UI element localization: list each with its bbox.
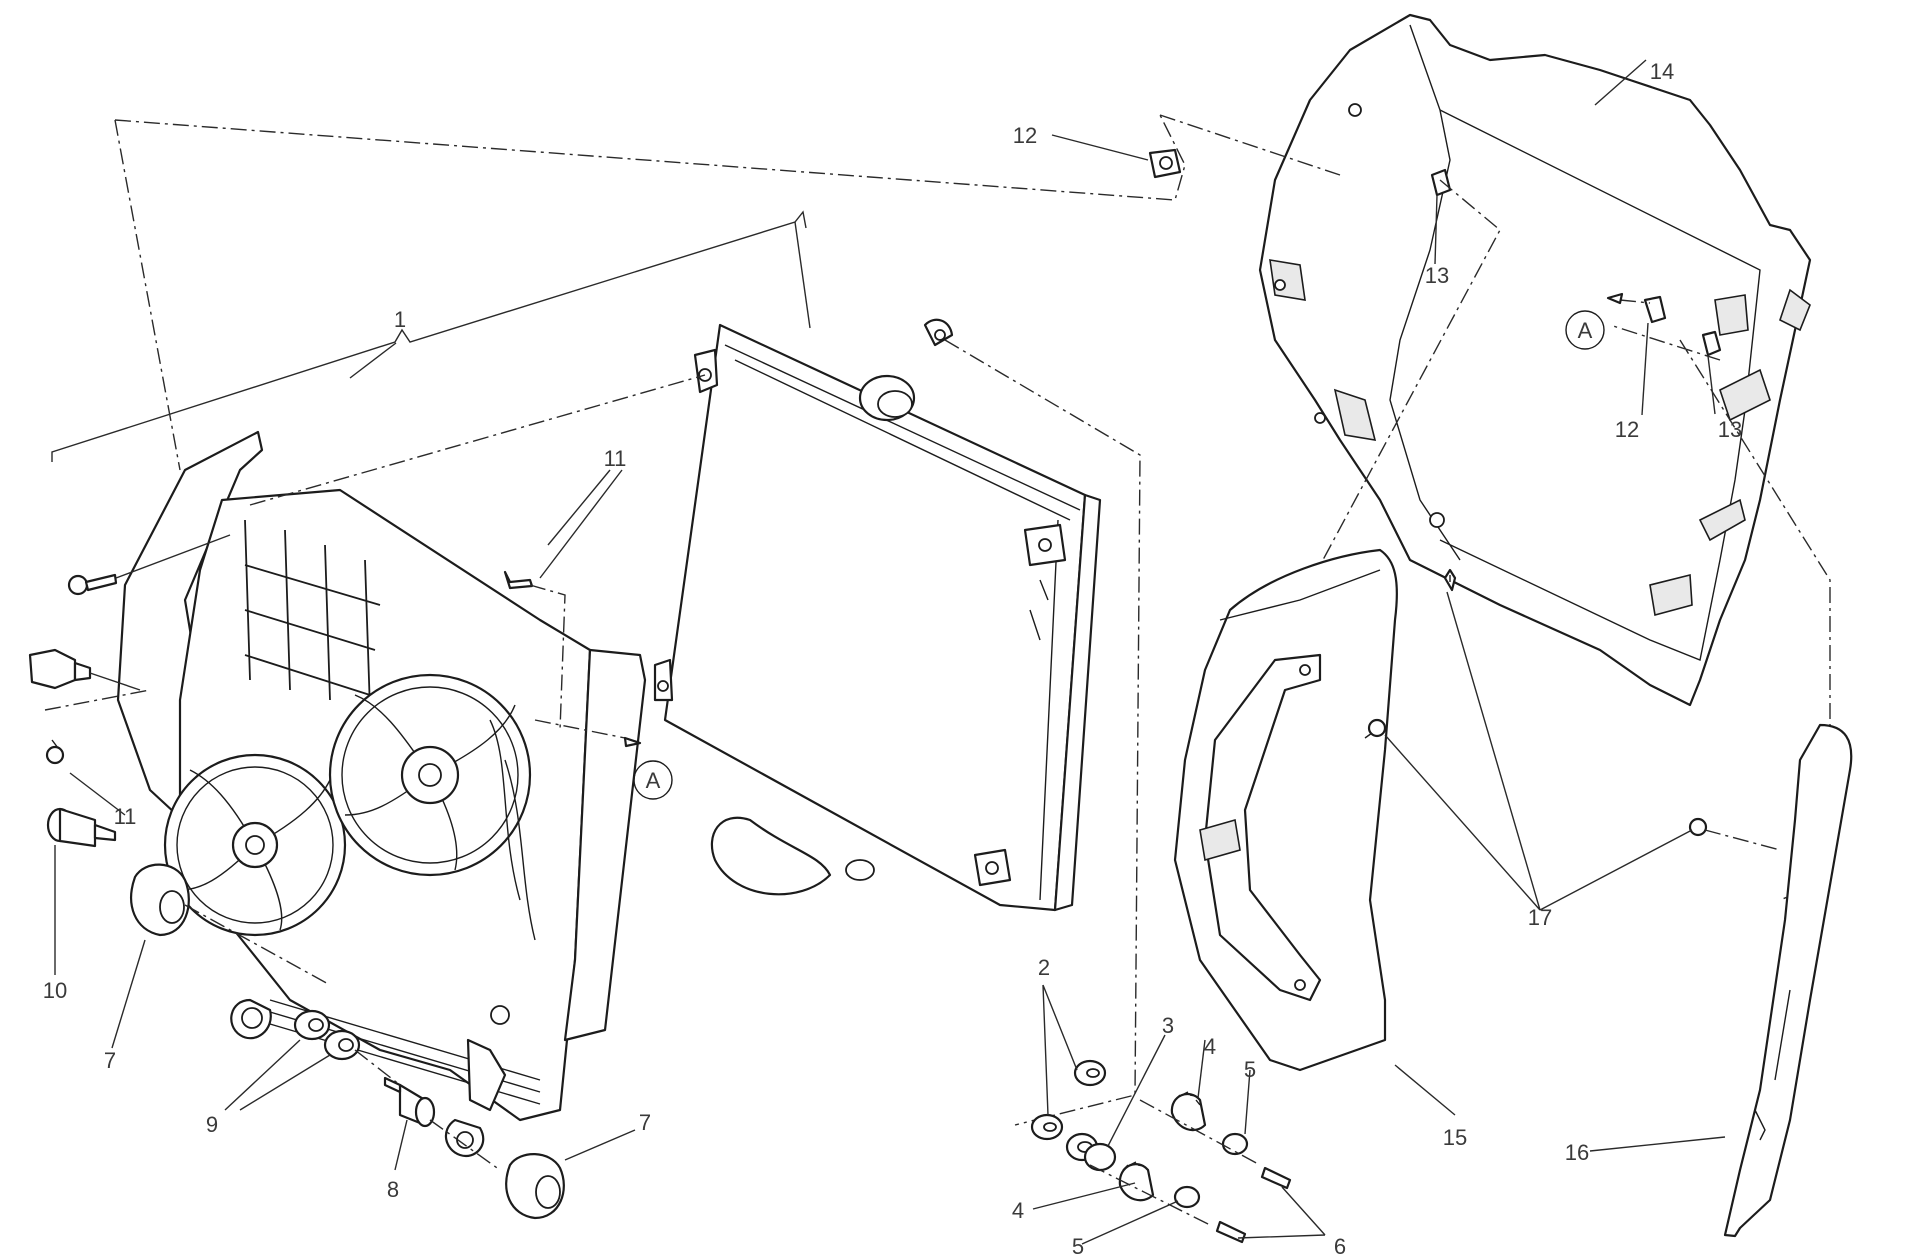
reference-mark-radiator: A (633, 760, 673, 800)
washers (293, 1009, 361, 1061)
callout-16: 16 (1565, 1140, 1589, 1165)
callout-4-lower: 4 (1012, 1198, 1024, 1223)
fan-assembly (116, 430, 647, 1158)
radiator (653, 318, 1102, 912)
side-panel-right (1723, 723, 1853, 1238)
callout-3: 3 (1162, 1013, 1174, 1038)
callout-2: 2 (1038, 955, 1050, 980)
fan-mount-axis (184, 904, 501, 1171)
reference-mark-radiator-label: A (646, 768, 661, 793)
callout-15: 15 (1443, 1125, 1467, 1150)
callout-14: 14 (1650, 59, 1674, 84)
fan-connector (28, 648, 151, 711)
callout-11-left: 11 (114, 804, 137, 829)
side-panel-right-screw (1688, 817, 1781, 851)
radiator-shroud (1258, 13, 1812, 707)
callout-8: 8 (387, 1177, 399, 1202)
callout-17: 17 (1528, 905, 1552, 930)
spacer (383, 1076, 436, 1128)
callout-6: 6 (1334, 1234, 1346, 1257)
radiator-arrow-line (534, 719, 626, 739)
callout-7-upper: 7 (104, 1048, 116, 1073)
callout-13-lower: 13 (1718, 417, 1742, 442)
shroud-screw (1443, 568, 1457, 592)
callout-13-upper: 13 (1425, 263, 1449, 288)
fan-bolt-upper (67, 534, 231, 596)
callout-5-lower: 5 (1072, 1234, 1084, 1257)
callout-4-upper: 4 (1204, 1034, 1216, 1059)
radiator-mount-axis (249, 339, 1141, 1126)
reference-mark-shroud: A (1565, 292, 1651, 350)
side-panel-left (1173, 548, 1398, 1072)
leader-lines (54, 59, 1726, 1245)
callout-labels: 1 2 3 4 4 5 5 6 7 7 8 9 10 11 11 12 12 1… (43, 59, 1742, 1257)
callout-10: 10 (43, 978, 67, 1003)
shroud-mount-axis (1159, 114, 1831, 901)
spacer-bolt (46, 807, 117, 848)
mounting-hardware (1030, 1059, 1292, 1244)
fan-screw (503, 570, 566, 731)
callout-12-lower: 12 (1615, 417, 1639, 442)
callout-5-upper: 5 (1244, 1057, 1256, 1082)
callout-9: 9 (206, 1112, 218, 1137)
grommet-lower (505, 1153, 565, 1220)
callout-1: 1 (394, 307, 406, 332)
callout-12-upper: 12 (1013, 123, 1037, 148)
fan-bolt-lower (45, 739, 65, 765)
assembly-bracket (51, 114, 1186, 471)
reference-mark-shroud-label: A (1578, 318, 1593, 343)
grommet-upper (130, 863, 190, 937)
side-panel-screw (1364, 718, 1387, 739)
radiator-arrow (623, 736, 642, 748)
callout-7-lower: 7 (639, 1110, 651, 1135)
callout-11-center: 11 (604, 446, 627, 471)
clip-upper (1148, 148, 1182, 179)
